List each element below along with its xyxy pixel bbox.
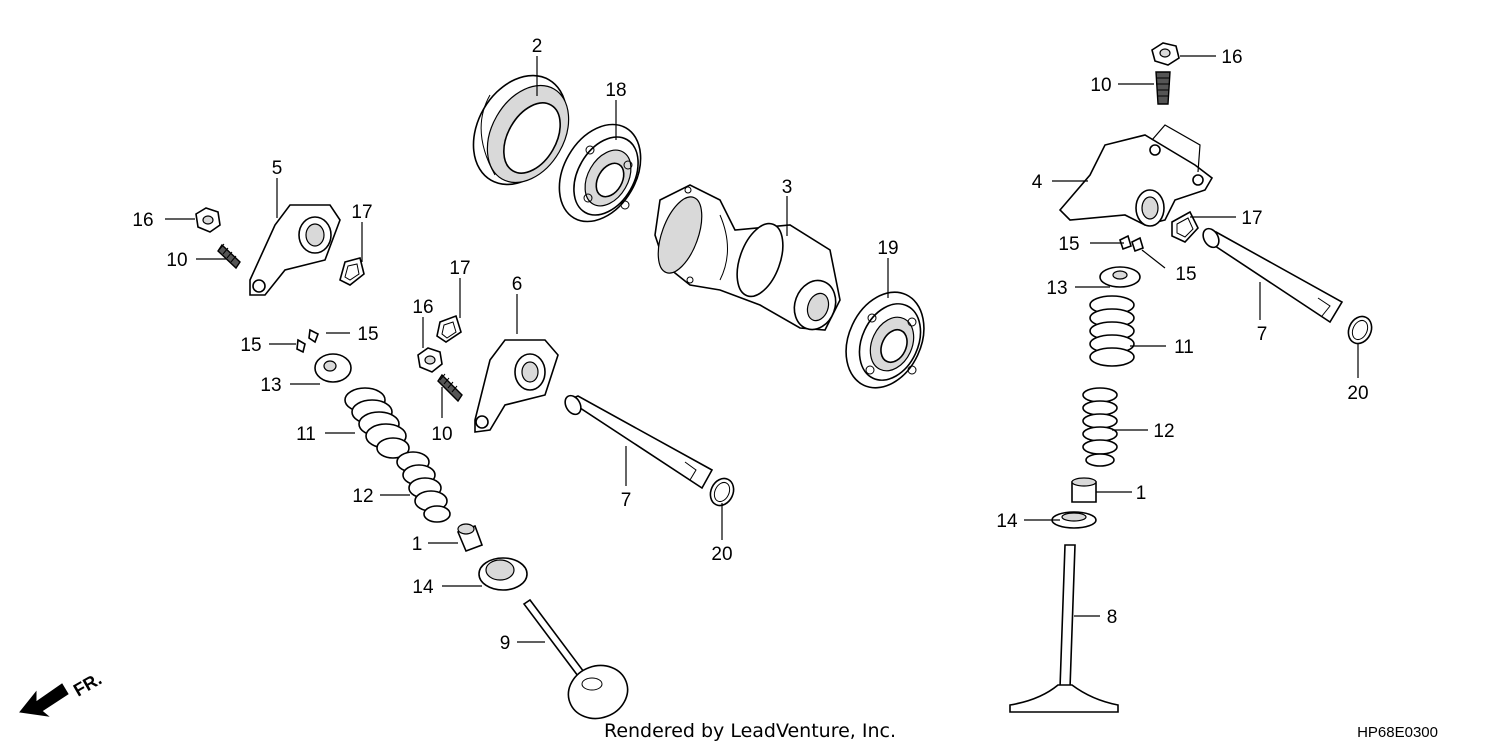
callout-20-right[interactable]: 20: [1347, 383, 1368, 404]
callout-16-right[interactable]: 16: [1221, 47, 1242, 68]
callout-15-d[interactable]: 15: [1175, 264, 1196, 285]
nut-16-left-part[interactable]: [195, 207, 221, 233]
front-marker-label: FR.: [70, 669, 105, 701]
callout-4[interactable]: 4: [1032, 172, 1043, 193]
valve-8-part[interactable]: [1009, 544, 1119, 713]
retainer-13-right-part[interactable]: [1099, 266, 1141, 288]
callout-7-right[interactable]: 7: [1257, 324, 1268, 345]
callout-11-left[interactable]: 11: [296, 424, 316, 445]
callout-10-right[interactable]: 10: [1090, 75, 1111, 96]
callout-5[interactable]: 5: [272, 158, 283, 179]
callout-19[interactable]: 19: [877, 238, 898, 259]
spring-12-right-part[interactable]: [1082, 387, 1118, 467]
front-arrow-icon: [19, 683, 69, 717]
valve-9-part[interactable]: [522, 598, 635, 727]
callout-17-right[interactable]: 17: [1241, 208, 1262, 229]
callout-17-left[interactable]: 17: [351, 202, 372, 223]
front-arrow: FR.: [19, 669, 105, 717]
screw-10-left-part[interactable]: [217, 243, 241, 270]
callout-15-c[interactable]: 15: [1058, 234, 1079, 255]
callout-15-a[interactable]: 15: [240, 335, 261, 356]
callout-14-left[interactable]: 14: [412, 577, 434, 598]
shaft-7-right-part[interactable]: [1200, 226, 1344, 324]
rocker-arm-5-part[interactable]: [249, 204, 341, 296]
nut-16-center-part[interactable]: [417, 347, 443, 373]
oring-17-center-part[interactable]: [436, 314, 462, 343]
callout-3[interactable]: 3: [782, 177, 793, 198]
callout-7-center[interactable]: 7: [621, 490, 632, 511]
rendered-by-credit: Rendered by LeadVenture, Inc.: [604, 720, 896, 742]
callout-17-center[interactable]: 17: [449, 258, 470, 279]
bearing-18-part[interactable]: [543, 110, 657, 236]
callout-12-right[interactable]: 12: [1153, 421, 1174, 442]
stem-seal-1-right-part[interactable]: [1071, 477, 1097, 503]
callout-13-right[interactable]: 13: [1046, 278, 1067, 299]
callout-10-center[interactable]: 10: [431, 424, 452, 445]
callout-2[interactable]: 2: [532, 36, 543, 57]
cotters-15-right-part[interactable]: [1119, 234, 1144, 253]
callout-14-right[interactable]: 14: [996, 511, 1018, 532]
screw-10-center-part[interactable]: [437, 373, 463, 403]
callout-labels: 2 18 3 19 5 16 17 10 15 15 13 11 12 1 14…: [132, 36, 1368, 654]
leader-lines: [165, 55, 1359, 643]
callout-1-left[interactable]: 1: [412, 534, 423, 555]
bearing-19-part[interactable]: [831, 279, 939, 400]
rocker-arm-4-part[interactable]: [1058, 134, 1214, 227]
nut-16-right-part[interactable]: [1151, 42, 1180, 66]
callout-13-left[interactable]: 13: [260, 375, 281, 396]
spring-11-left-part[interactable]: [344, 387, 410, 459]
ring-20-center-part[interactable]: [706, 475, 738, 510]
screw-10-right-part[interactable]: [1155, 71, 1171, 105]
oring-17-left-part[interactable]: [339, 257, 365, 286]
callout-10-left[interactable]: 10: [166, 250, 187, 271]
ring-20-right-part[interactable]: [1344, 313, 1376, 348]
callout-16-center[interactable]: 16: [412, 297, 433, 318]
spring-11-right-part[interactable]: [1089, 295, 1135, 367]
callout-9[interactable]: 9: [500, 633, 511, 654]
callout-20-center[interactable]: 20: [711, 544, 732, 565]
retainer-13-left-part[interactable]: [314, 353, 352, 383]
rocker-arm-6-part[interactable]: [474, 339, 559, 433]
callout-1-right[interactable]: 1: [1136, 483, 1147, 504]
spring-seat-14-left-part[interactable]: [478, 557, 528, 591]
stem-seal-1-left-part[interactable]: [456, 523, 484, 553]
oring-17-right-part[interactable]: [1171, 210, 1199, 243]
spring-12-left-part[interactable]: [396, 451, 451, 523]
callout-16-left[interactable]: 16: [132, 210, 153, 231]
shaft-7-center-part[interactable]: [562, 393, 714, 490]
callout-18[interactable]: 18: [605, 80, 626, 101]
callout-11-right[interactable]: 11: [1174, 337, 1194, 358]
callout-12-left[interactable]: 12: [352, 486, 373, 507]
seal-ring-part[interactable]: [455, 59, 586, 201]
callout-6[interactable]: 6: [512, 274, 523, 295]
callout-15-b[interactable]: 15: [357, 324, 378, 345]
cotters-15-left-part[interactable]: [296, 328, 320, 354]
callout-8[interactable]: 8: [1107, 607, 1118, 628]
diagram-code: HP68E0300: [1357, 724, 1438, 741]
camshaft-part[interactable]: [649, 184, 842, 335]
